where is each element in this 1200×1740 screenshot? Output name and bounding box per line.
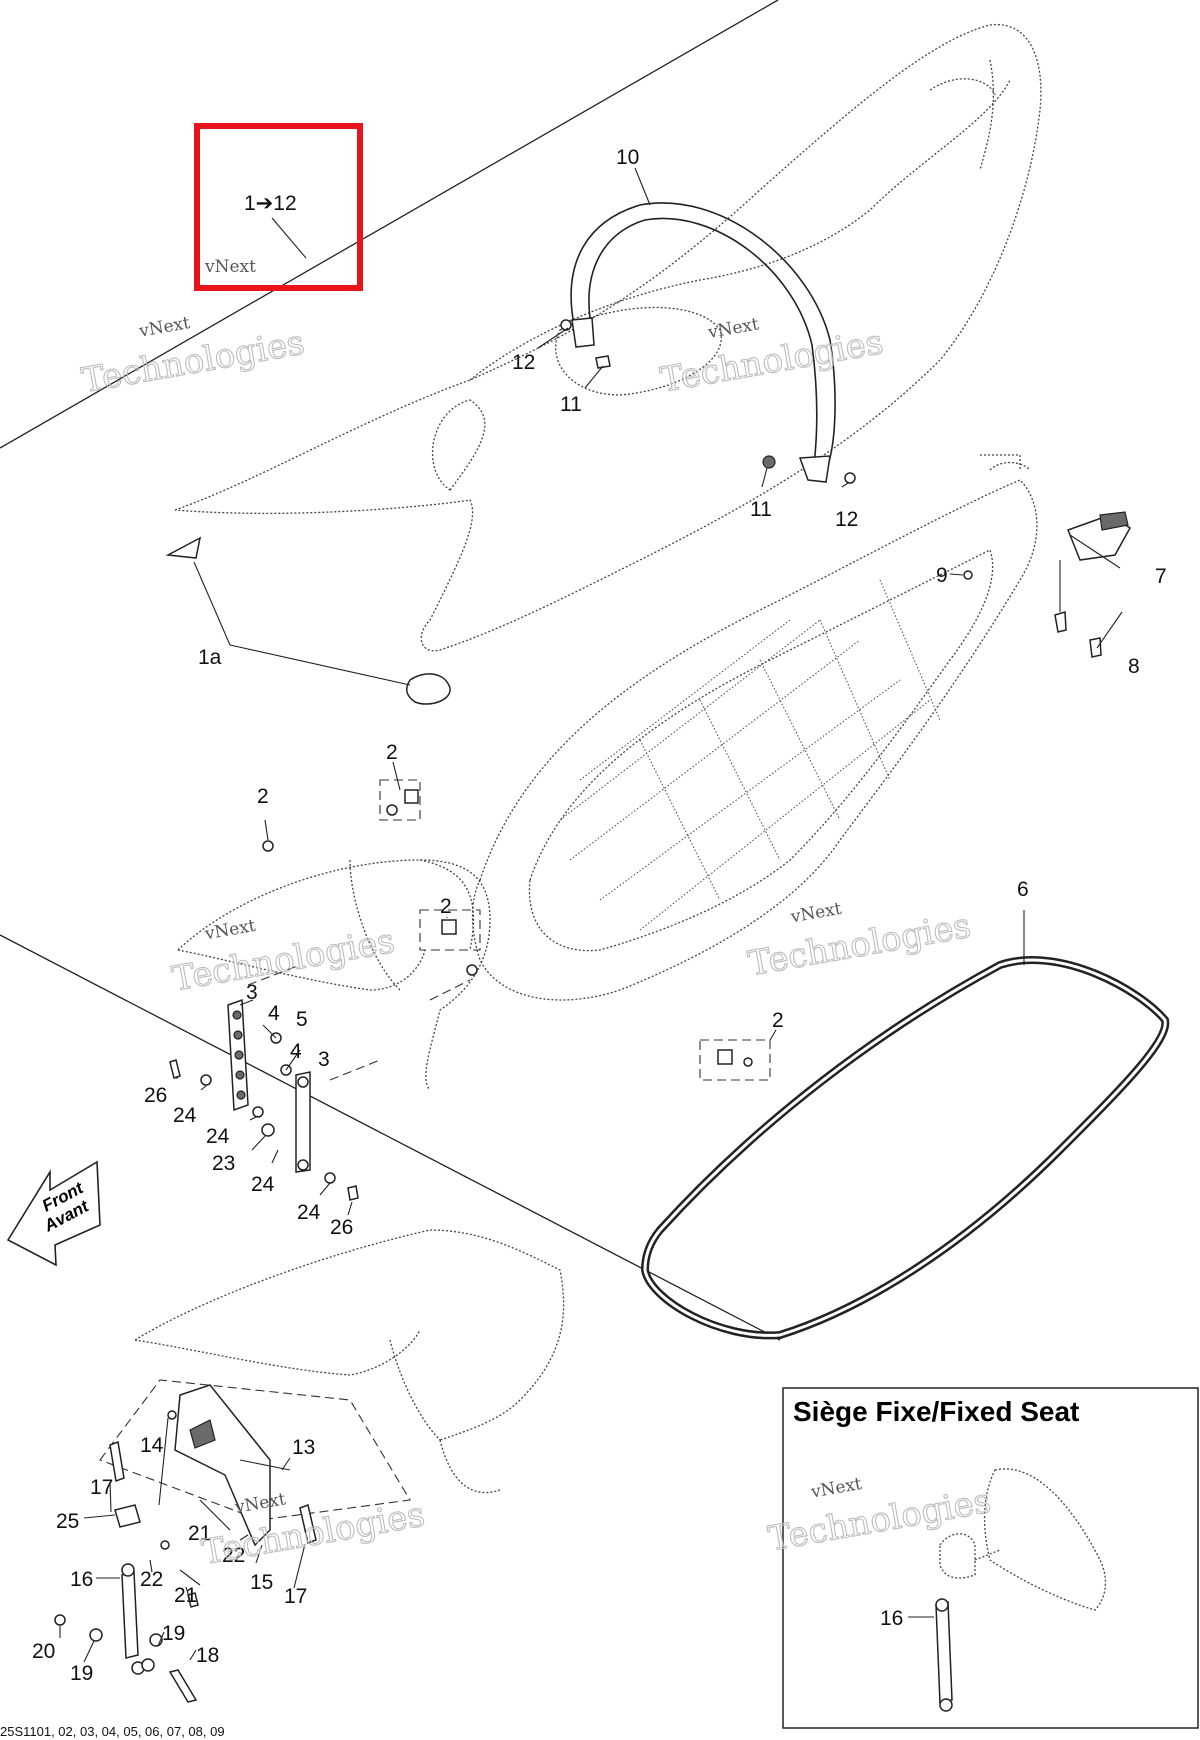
callout-3-b: 3	[318, 1048, 330, 1071]
watermark-line: Technologies	[79, 323, 308, 401]
seat-frame	[471, 454, 1038, 1001]
strap-fasteners	[560, 319, 856, 484]
fixed-seat-inset	[782, 1387, 1199, 1729]
watermark-line: Technologies	[199, 1495, 428, 1573]
watermark-line: Technologies	[658, 322, 887, 400]
inset-title: Siège Fixe/Fixed Seat	[793, 1396, 1079, 1427]
callout-14: 14	[140, 1434, 164, 1457]
callout-24-d: 24	[297, 1201, 321, 1224]
callout-24-c: 24	[251, 1173, 275, 1196]
highlight-frame	[194, 123, 363, 291]
lower-housing	[99, 1229, 565, 1521]
callout-17-a: 17	[90, 1476, 113, 1499]
callout-21-b: 21	[174, 1584, 197, 1607]
callout-22-a: 22	[222, 1544, 245, 1567]
callout-12-lower: 12	[835, 508, 858, 531]
callout-2-a: 2	[386, 741, 398, 764]
seat-strap	[570, 202, 836, 483]
callout-8: 8	[1128, 655, 1140, 678]
drawing-code: 25S1101, 02, 03, 04, 05, 06, 07, 08, 09	[0, 1724, 225, 1739]
callout-3-a: 3	[246, 981, 258, 1004]
callout-25: 25	[56, 1510, 79, 1533]
callout-4-b: 4	[290, 1040, 302, 1063]
callout-23: 23	[212, 1152, 235, 1175]
callout-2-b: 2	[257, 785, 269, 808]
callout-19-a: 19	[162, 1622, 185, 1645]
callout-4-a: 4	[268, 1002, 280, 1025]
front-direction-arrow: Front Avant	[6, 1160, 101, 1267]
callout-15: 15	[250, 1571, 273, 1594]
callout-2-d: 2	[772, 1009, 784, 1032]
seat-end-caps	[165, 536, 451, 705]
callout-10: 10	[616, 146, 639, 169]
seal-ring	[640, 956, 1170, 1340]
callout-11-lower: 11	[750, 498, 772, 521]
shock-mount	[54, 1384, 317, 1703]
nut-plates	[262, 779, 771, 1081]
callout-6: 6	[1017, 878, 1029, 901]
watermark-line: Technologies	[169, 921, 398, 999]
callout-13: 13	[292, 1436, 315, 1459]
watermark-line: Technologies	[745, 906, 974, 984]
callout-26-b: 26	[330, 1216, 353, 1239]
watermark-line: vNext	[202, 916, 257, 945]
callout-5: 5	[296, 1008, 308, 1031]
callout-19-b: 19	[70, 1662, 93, 1685]
callout-12-upper: 12	[512, 351, 535, 374]
watermark-line: vNext	[137, 313, 192, 342]
callout-9: 9	[936, 564, 948, 587]
callout-26-a: 26	[144, 1084, 167, 1107]
callout-1a: 1a	[198, 646, 222, 669]
callout-17-b: 17	[284, 1585, 307, 1608]
callout-18: 18	[196, 1644, 219, 1667]
latch-bracket	[963, 511, 1131, 658]
watermark-line: vNext	[788, 899, 843, 928]
callout-22-b: 22	[140, 1568, 163, 1591]
seat-assembly	[174, 24, 1042, 652]
callout-11-upper: 11	[560, 393, 582, 416]
rear-housing	[177, 859, 491, 1091]
callout-16-inset: 16	[880, 1607, 903, 1630]
callout-2-c: 2	[440, 895, 452, 918]
highlight-box[interactable]: 1➔12 vNext	[194, 123, 363, 291]
callout-21-a: 21	[188, 1522, 211, 1545]
inset-frame	[782, 1387, 1199, 1729]
callout-16: 16	[70, 1568, 93, 1591]
callout-labels: 10 12 11 11 12 9 7 8 1a 2 2 2 2 6 3 4 5 …	[32, 146, 1167, 1685]
watermark-line: vNext	[706, 314, 761, 343]
callout-24-b: 24	[206, 1125, 230, 1148]
leader-lines	[59, 167, 1123, 1663]
assembly-range-label: 1➔12	[244, 192, 297, 215]
callout-7: 7	[1155, 565, 1167, 588]
watermark-line: vNext	[204, 257, 256, 277]
callout-20: 20	[32, 1640, 55, 1663]
section-lines	[0, 0, 781, 1341]
callout-24-a: 24	[173, 1104, 197, 1127]
